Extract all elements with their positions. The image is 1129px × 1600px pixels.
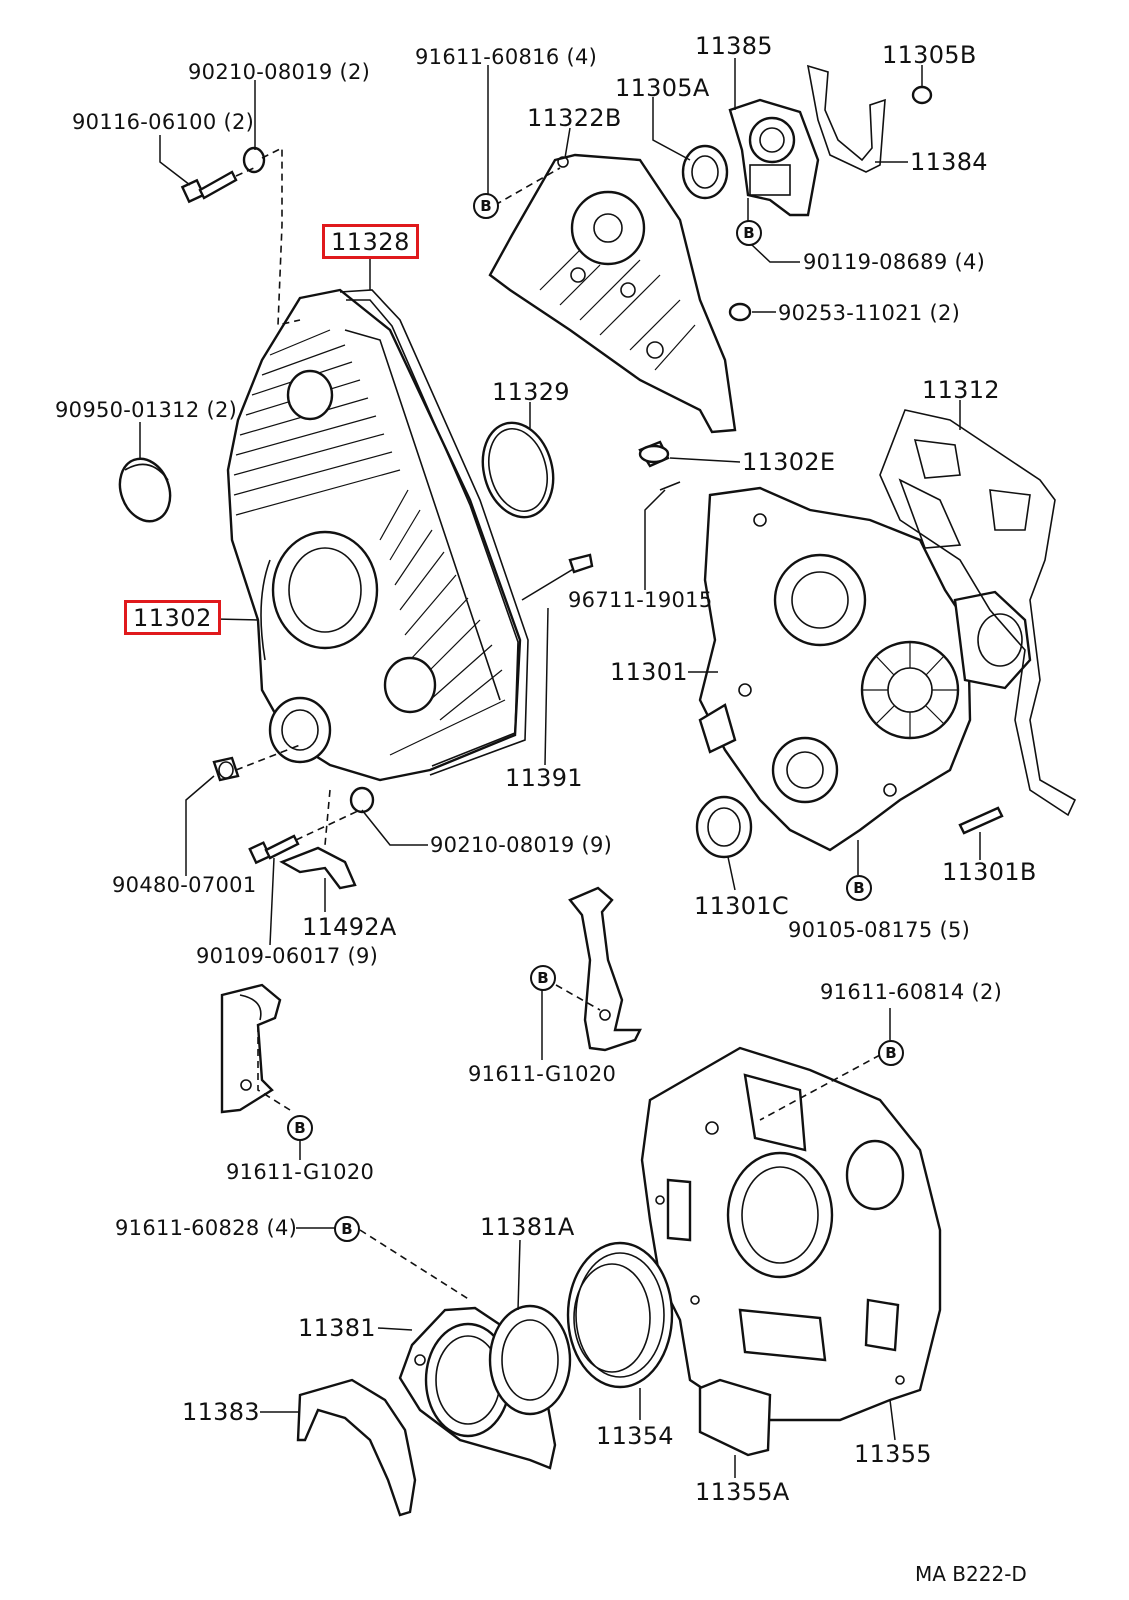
label-90116: 90116-06100 (2) [72, 110, 255, 134]
gasket-11312[interactable] [879, 409, 1077, 817]
label-11492a: 11492A [302, 913, 397, 941]
label-11355: 11355 [854, 1440, 932, 1468]
label-11305b: 11305B [882, 41, 977, 69]
label-90253: 90253-11021 (2) [778, 301, 961, 325]
label-11355a: 11355A [695, 1478, 790, 1506]
bolt-90116[interactable] [180, 170, 238, 204]
label-11301c: 11301C [694, 892, 789, 920]
label-11328-highlighted: 11328 [322, 224, 419, 259]
label-96711: 96711-19015 [568, 588, 713, 612]
oil-seal-11354[interactable] [566, 1241, 674, 1389]
label-11381: 11381 [298, 1314, 376, 1342]
label-90105: 90105-08175 (5) [788, 918, 971, 942]
label-11312: 11312 [922, 376, 1000, 404]
b-marker: B [287, 1115, 313, 1141]
label-11381a: 11381A [480, 1213, 575, 1241]
label-11329: 11329 [492, 378, 570, 406]
oil-seal-11305a[interactable] [681, 144, 729, 200]
timing-gear-case-11301[interactable] [698, 486, 1032, 852]
bolt-90109[interactable] [248, 834, 300, 865]
gasket-11383[interactable] [296, 1378, 417, 1517]
label-90480: 90480-07001 [112, 873, 257, 897]
label-11385: 11385 [695, 32, 773, 60]
cover-11355a[interactable] [698, 1378, 772, 1457]
label-11301: 11301 [610, 658, 688, 686]
label-91611-g1020-mid: 91611-G1020 [468, 1062, 617, 1086]
label-11302e: 11302E [742, 448, 836, 476]
label-11354: 11354 [596, 1422, 674, 1450]
gasket-11328[interactable] [339, 289, 529, 776]
label-11391: 11391 [505, 764, 583, 792]
label-91611-60814: 91611-60814 (2) [820, 980, 1003, 1004]
plug-11302e[interactable] [638, 440, 670, 468]
pin-11305b[interactable] [911, 85, 933, 105]
label-11301b: 11301B [942, 858, 1037, 886]
cover-plate-11322b[interactable] [488, 153, 737, 434]
leader-lines [139, 58, 981, 1478]
end-plate-11355[interactable] [640, 1046, 942, 1422]
oil-seal-11381a[interactable] [488, 1304, 572, 1416]
pin-90253[interactable] [728, 302, 752, 322]
label-90109: 90109-06017 (9) [196, 944, 379, 968]
gasket-11384[interactable] [806, 64, 886, 173]
label-90119: 90119-08689 (4) [803, 250, 986, 274]
o-ring-96711[interactable] [659, 481, 681, 491]
b-marker: B [878, 1040, 904, 1066]
diagram-reference-code: MA B222-D [915, 1562, 1027, 1586]
label-90210-top: 90210-08019 (2) [188, 60, 371, 84]
b-marker: B [473, 193, 499, 219]
label-90950: 90950-01312 (2) [55, 398, 238, 422]
label-91611-60816: 91611-60816 (4) [415, 45, 598, 69]
washer-90210-top[interactable] [242, 146, 266, 174]
bracket-left[interactable] [220, 983, 282, 1114]
label-90210-mid: 90210-08019 (9) [430, 833, 613, 857]
label-11384: 11384 [910, 148, 988, 176]
b-marker: B [736, 220, 762, 246]
housing-11385[interactable] [728, 98, 820, 217]
label-11305a: 11305A [615, 74, 710, 102]
bracket-mid[interactable] [568, 886, 642, 1052]
washer-90210-mid[interactable] [349, 786, 375, 814]
oil-seal-11301c[interactable] [695, 795, 753, 859]
bracket-11492a[interactable] [279, 846, 357, 890]
stud-11301b[interactable] [958, 806, 1004, 835]
label-91611-60828: 91611-60828 (4) [115, 1216, 298, 1240]
b-marker: B [334, 1216, 360, 1242]
timing-belt-cover-11302[interactable] [226, 288, 522, 782]
nut-90480[interactable] [212, 756, 240, 782]
b-marker: B [846, 875, 872, 901]
label-11322b: 11322B [527, 104, 622, 132]
plug-90950[interactable] [112, 452, 179, 529]
b-marker: B [530, 965, 556, 991]
o-ring-11329[interactable] [473, 415, 564, 525]
label-91611-g1020-left: 91611-G1020 [226, 1160, 375, 1184]
label-11383: 11383 [182, 1398, 260, 1426]
dipstick-guide-11391[interactable] [521, 553, 594, 601]
label-11302-highlighted: 11302 [124, 600, 221, 635]
